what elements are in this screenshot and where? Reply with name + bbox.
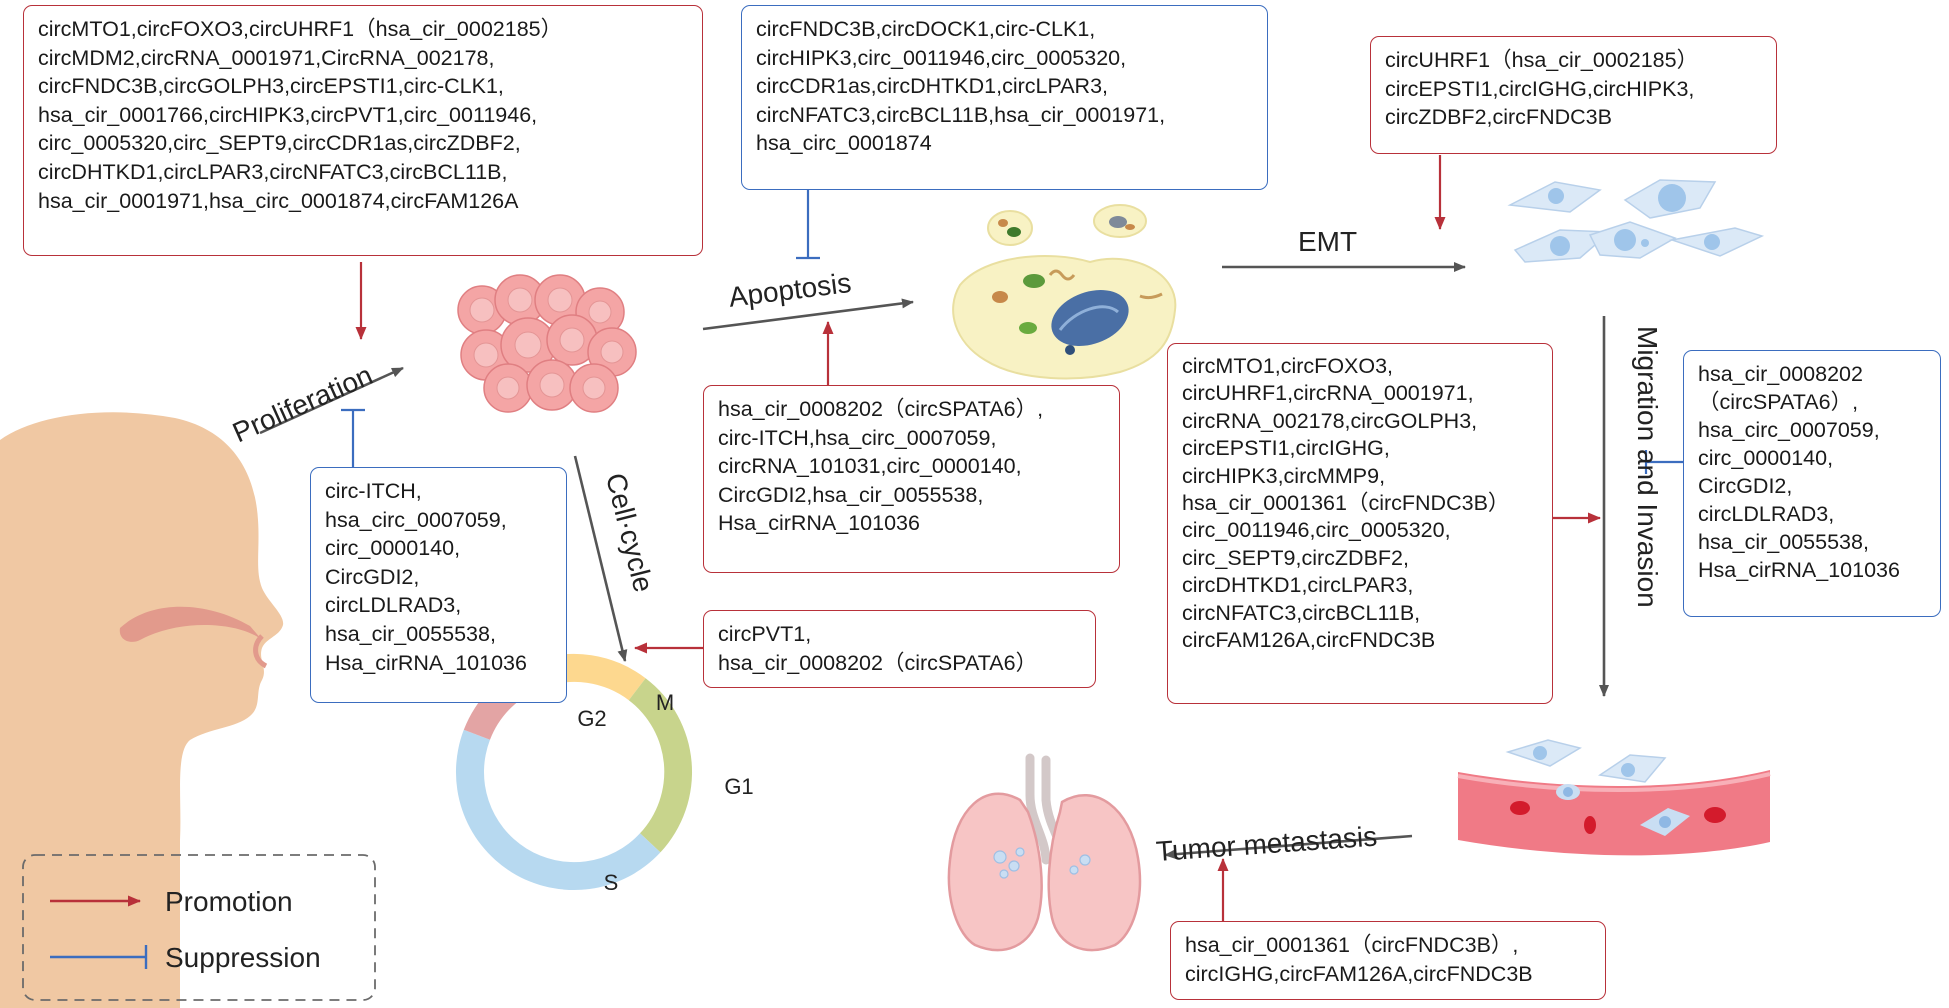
legend: Promotion Suppression [22,854,376,1001]
box-line: Hsa_cirRNA_101036 [1698,558,1900,582]
box-line: hsa_circ_0007059, [1698,418,1880,442]
emt-label: EMT [1298,226,1358,257]
head-silhouette-icon [0,412,284,1008]
box-line: Hsa_cirRNA_101036 [325,650,527,675]
box-line: circ_0000140, [1698,446,1834,470]
box-line: hsa_circ_0001874 [756,131,932,156]
box-line: hsa_cir_0001766,circHIPK3,circPVT1,circ_… [38,102,538,127]
phase-label-g2: G2 [577,706,606,731]
emt-cells-icon [1507,179,1765,263]
box-line: Hsa_cirRNA_101036 [718,511,920,536]
migration-promoters-box: circMTO1,circFOXO3, circUHRF1,circRNA_00… [1167,343,1553,704]
apoptosis-arrow [702,298,914,331]
box-line: circDHTKD1,circLPAR3, [1182,573,1414,598]
box-line: hsa_cir_0001361（circFNDC3B）, [1185,933,1519,957]
legend-suppression-label: Suppression [165,942,321,973]
proliferation-suppressors-box: circ-ITCH, hsa_circ_0007059, circ_000014… [310,467,567,703]
box-line: circCDR1as,circDHTKD1,circLPAR3, [756,74,1109,99]
box-line: CircGDI2, [325,564,420,589]
box-line: hsa_cir_0008202（circSPATA6）, [718,397,1044,421]
box-line: circNFATC3,circBCL11B,hsa_cir_0001971, [756,102,1166,127]
box-line: circFAM126A,circFNDC3B [1182,628,1436,653]
metastasis-promoters-box: hsa_cir_0001361（circFNDC3B）, circIGHG,ci… [1170,921,1606,1000]
phase-label-m: M [656,690,674,715]
tumor-cells-icon [457,274,637,413]
box-line: circZDBF2,circFNDC3B [1385,105,1612,130]
suppress-apoptosis-bar [796,190,820,260]
box-line: hsa_cir_0001361（circFNDC3B） [1182,491,1510,516]
migration-label: Migration and Invasion [1632,326,1663,608]
box-line: circDHTKD1,circLPAR3,circNFATC3,circBCL1… [38,159,508,184]
metastasis-arrow [1164,834,1413,860]
box-line: circMDM2,circRNA_0001971,CircRNA_002178, [38,45,495,70]
phase-label-g1: G1 [724,774,753,799]
box-line: circMTO1,circFOXO3,circUHRF1（hsa_cir_000… [38,17,563,41]
box-line: circRNA_002178,circGOLPH3, [1182,408,1478,433]
box-line: hsa_cir_0055538, [325,621,496,646]
migration-suppressors-box: hsa_cir_0008202 （circSPATA6）, hsa_circ_0… [1683,350,1941,617]
apoptosis-promoters-box: hsa_cir_0008202（circSPATA6）, circ-ITCH,h… [703,385,1120,573]
box-line: circHIPK3,circ_0011946,circ_0005320, [756,45,1127,70]
box-line: circ-ITCH, [325,479,422,503]
box-line: circMTO1,circFOXO3, [1182,354,1394,378]
blood-vessel-icon [1457,739,1771,856]
box-line: circ_0011946,circ_0005320, [1182,518,1451,543]
box-line: hsa_cir_0008202 [1698,362,1863,386]
box-line: circEPSTI1,circIGHG,circHIPK3, [1385,76,1695,101]
legend-suppression-bar [50,945,148,969]
box-line: hsa_cir_0001971,hsa_circ_0001874,circFAM… [38,188,519,213]
lungs-icon [947,753,1142,952]
box-line: CircGDI2, [1698,474,1793,498]
emt-promoters-box: circUHRF1（hsa_cir_0002185） circEPSTI1,ci… [1370,36,1777,154]
phase-label-s: S [604,870,619,895]
box-line: circLDLRAD3, [325,593,462,618]
box-line: （circSPATA6）, [1698,390,1859,414]
box-line: circ_0000140, [325,536,461,561]
box-line: circ_0005320,circ_SEPT9,circCDR1as,circZ… [38,131,521,156]
suppress-proliferation-bar [341,408,365,467]
box-line: circLDLRAD3, [1698,502,1835,526]
apoptotic-cell-icon [952,204,1177,380]
box-line: circFNDC3B,circGOLPH3,circEPSTI1,circ-CL… [38,74,504,99]
suppress-migration-bar [1644,450,1683,474]
box-line: circ-ITCH,hsa_circ_0007059, [718,425,997,450]
cell-cycle-arrow [573,455,628,662]
box-line: CircGDI2,hsa_cir_0055538, [718,482,984,507]
box-line: circFNDC3B,circDOCK1,circ-CLK1, [756,17,1096,41]
box-line: circHIPK3,circMMP9, [1182,463,1386,488]
box-line: circIGHG,circFAM126A,circFNDC3B [1185,961,1533,986]
box-line: circ_SEPT9,circZDBF2, [1182,545,1409,570]
box-line: hsa_cir_0055538, [1698,530,1869,554]
box-line: hsa_cir_0008202（circSPATA6） [718,650,1038,675]
legend-promotion-label: Promotion [165,886,293,917]
apoptosis-suppressors-box: circFNDC3B,circDOCK1,circ-CLK1, circHIPK… [741,5,1268,190]
box-line: circUHRF1（hsa_cir_0002185） [1385,48,1699,72]
proliferation-promoters-box: circMTO1,circFOXO3,circUHRF1（hsa_cir_000… [23,5,703,256]
box-line: circNFATC3,circBCL11B, [1182,600,1421,625]
cell-cycle-promoters-box: circPVT1, hsa_cir_0008202（circSPATA6） [703,610,1096,688]
box-line: circPVT1, [718,622,812,646]
box-line: hsa_circ_0007059, [325,507,507,532]
box-line: circUHRF1,circRNA_0001971, [1182,381,1474,406]
box-line: circEPSTI1,circIGHG, [1182,436,1390,461]
box-line: circRNA_101031,circ_0000140, [718,454,1022,479]
proliferation-arrow [259,366,404,435]
